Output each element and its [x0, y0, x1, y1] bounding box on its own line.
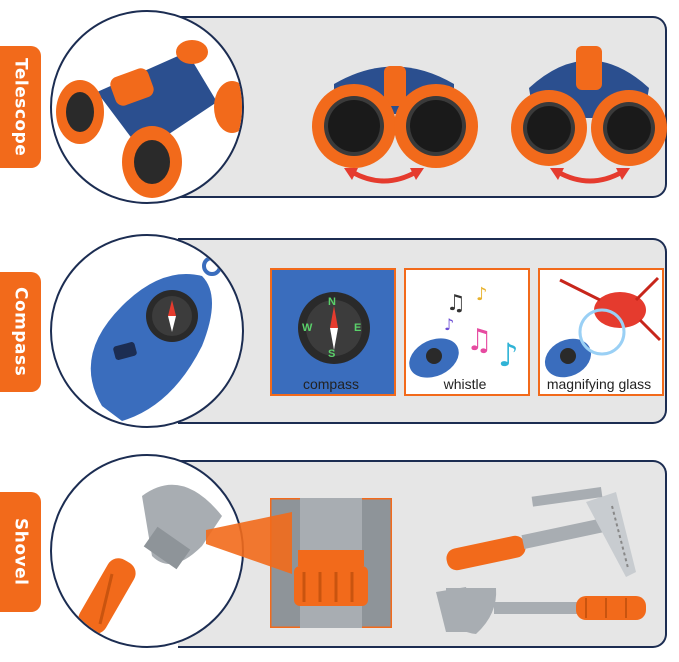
binoculars-image: [56, 40, 242, 198]
tab-shovel: Shovel: [0, 492, 41, 612]
tab-shovel-label: Shovel: [10, 518, 31, 586]
caption-compass: compass: [302, 376, 360, 392]
whistle-thumbnail: ♫ ♪ ♫ ♪ ♪: [404, 268, 530, 396]
compass-letter-w: W: [302, 322, 313, 334]
rotate-arrow-icon: [344, 168, 424, 184]
tab-compass: Compass: [0, 272, 41, 392]
binoculars-folded-view: [511, 46, 667, 166]
telescope-product-circle: [50, 10, 244, 204]
compass-product-circle: [50, 234, 244, 428]
compass-letter-s: S: [328, 348, 336, 360]
zoom-callout: [206, 512, 292, 574]
telescope-section: Telescope: [0, 8, 679, 204]
shovel-joint-closeup: [270, 498, 392, 628]
magnifying-bug-image: [544, 276, 662, 378]
shovel-extended-image: [446, 588, 646, 634]
compass-letter-n: N: [328, 296, 336, 308]
telescope-panel: [178, 16, 667, 198]
tab-telescope: Telescope: [0, 46, 41, 168]
caption-whistle: whistle: [443, 376, 487, 392]
compass-section: N E S W compass ♫ ♪ ♫ ♪ ♪ whistle: [0, 232, 679, 432]
whistle-compass-image: [90, 256, 222, 421]
shovel-panel: [178, 460, 667, 648]
binoculars-front-view: [312, 66, 478, 168]
compass-letter-e: E: [354, 322, 362, 334]
tab-compass-label: Compass: [10, 287, 31, 377]
svg-text:♪: ♪: [498, 336, 518, 374]
compass-thumbnail: N E S W: [270, 268, 396, 396]
whistle-music-image: ♫ ♪ ♫ ♪ ♪: [409, 284, 518, 378]
svg-text:♪: ♪: [476, 284, 488, 305]
compass-closeup-image: [272, 270, 394, 394]
shovel-product-circle: [50, 454, 244, 648]
magnifier-thumbnail: [538, 268, 664, 396]
caption-magnifying-glass: magnifying glass: [546, 376, 652, 392]
shovel-section: Shovel: [0, 450, 679, 655]
rotate-arrow-icon: [550, 168, 630, 184]
svg-text:♫: ♫: [466, 323, 493, 358]
compass-panel: N E S W compass ♫ ♪ ♫ ♪ ♪ whistle: [178, 238, 667, 424]
shovel-handle-image: [78, 484, 222, 634]
svg-text:♪: ♪: [444, 315, 454, 334]
svg-text:♫: ♫: [446, 291, 466, 316]
tab-telescope-label: Telescope: [10, 57, 31, 157]
